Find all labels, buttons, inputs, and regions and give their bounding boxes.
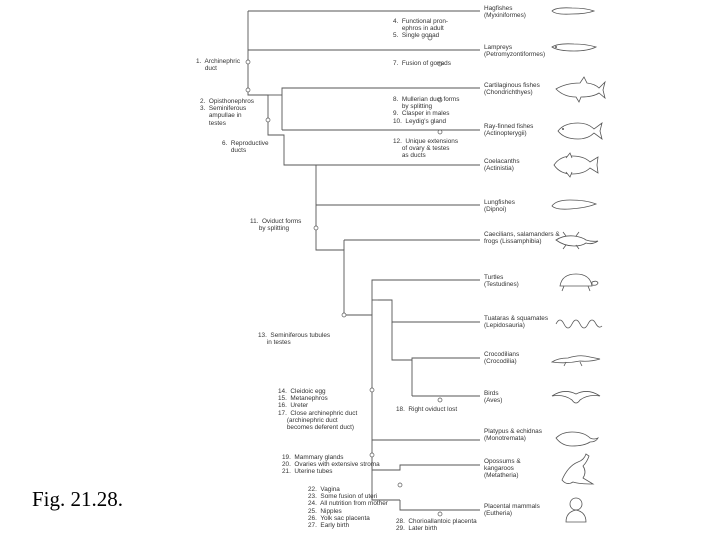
lungfish-icon (551, 199, 598, 210)
taxon-ray-finned-fishes: Ray-finned fishes(Actinopterygii) (484, 123, 534, 138)
coelacanth-icon (553, 152, 599, 178)
node-8 (313, 225, 319, 231)
character-28-29: 28. Chorioallantoic placenta 29. Later b… (396, 518, 477, 533)
character-8-10: 8. Mullerian duct forms by splitting 9. … (393, 96, 460, 125)
taxon-lepidosauria: Tuataras & squamates(Lepidosauria) (484, 315, 549, 330)
taxon-coelacanths: Coelacanths(Actinistia) (484, 158, 520, 173)
character-22-27: 22. Vagina 23. Some fusion of uteri 24. … (308, 486, 388, 530)
kangaroo-icon (561, 453, 595, 485)
platypus-icon (555, 431, 599, 447)
character-6: 6. Reproductive ducts (222, 140, 269, 155)
hagfish-icon (551, 7, 596, 15)
character-2-3: 2. Opisthonephros 3. Seminiferous ampull… (200, 98, 254, 127)
node-13 (397, 482, 403, 488)
character-13: 13. Seminiferous tubules in testes (258, 332, 331, 347)
human-icon (565, 497, 587, 523)
taxon-cartilaginous-fishes: Cartilaginous fishes(Chondrichthyes) (484, 82, 540, 97)
ray-finned-fish-icon (557, 122, 603, 140)
character-4-5: 4. Functional pron- ephros in adult 5. S… (393, 18, 449, 40)
node-7 (437, 129, 443, 135)
character-14-17: 14. Cleidoic egg 15. Metanephros 16. Ure… (278, 388, 358, 432)
node-1 (245, 59, 251, 65)
taxon-monotremes: Platypus & echidnas(Monotremata) (484, 428, 542, 443)
branch-lepidosauria (378, 299, 480, 323)
taxon-turtles: Turtles(Testudines) (484, 274, 519, 289)
branch-metatheria (372, 464, 480, 471)
taxon-lampreys: Lampreys(Petromyzontiformes) (484, 44, 546, 59)
character-11: 11. Oviduct forms by splitting (250, 218, 302, 233)
character-7: 7. Fusion of gonads (393, 60, 451, 67)
node-6 (437, 97, 443, 103)
lamprey-icon (551, 43, 598, 52)
bird-icon (551, 391, 601, 404)
figure-caption: Fig. 21.28. (32, 487, 124, 511)
taxon-birds: Birds(Aves) (484, 390, 503, 405)
taxon-hagfishes: Hagfishes(Myxiniformes) (484, 5, 526, 20)
node-10 (369, 387, 375, 393)
node-14 (437, 511, 443, 517)
taxon-metatheria: Opossums &kangaroos (Metatheria) (484, 458, 521, 480)
node-3 (265, 117, 271, 123)
node-5 (437, 61, 443, 67)
snake-icon (555, 319, 603, 329)
shark-icon (555, 76, 606, 103)
taxon-lungfishes: Lungfishes(Dipnoi) (484, 199, 515, 214)
branch-cartilaginous-2 (281, 87, 480, 95)
character-19-21: 19. Mammary glands 20. Ovaries with exte… (282, 454, 380, 476)
node-2 (245, 87, 251, 93)
character-12: 12. Unique extensions of ovary & testes … (393, 138, 459, 160)
character-1: 1. Archinephric duct (196, 58, 241, 73)
branch-reptiles (371, 279, 480, 315)
branch-eutheria (399, 500, 480, 511)
taxon-lissamphibia: Caecilians, salamanders &frogs (Lissamph… (484, 231, 560, 246)
taxon-crocodilians: Crocodilians(Crocodilia) (484, 351, 520, 366)
node-11 (437, 397, 443, 403)
turtle-icon (559, 273, 599, 292)
node-9 (341, 312, 347, 318)
character-18: 18. Right oviduct lost (396, 406, 458, 413)
taxon-eutheria: Placental mammals(Eutheria) (484, 503, 540, 518)
node-4 (427, 35, 433, 41)
crocodile-icon (550, 355, 601, 367)
salamander-icon (555, 231, 599, 250)
node-12 (369, 452, 375, 458)
